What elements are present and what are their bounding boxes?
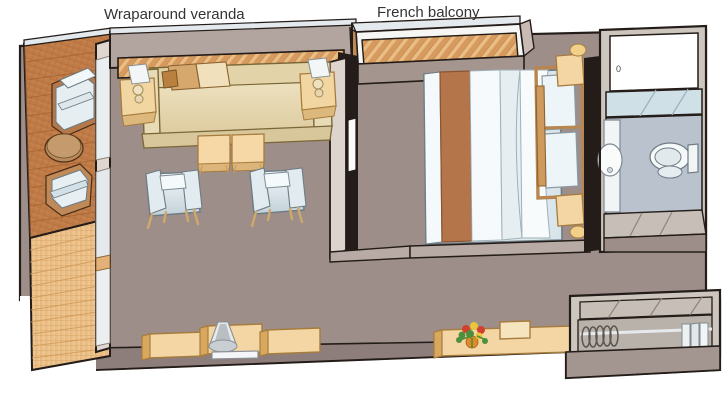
table-lamp-right bbox=[307, 57, 331, 98]
shower bbox=[605, 88, 703, 118]
bedroom-furniture bbox=[409, 43, 600, 359]
closet-hangers bbox=[581, 325, 619, 348]
area-bathroom: 0 bbox=[597, 24, 708, 254]
end-table-right bbox=[299, 57, 337, 121]
nightstand-lamp-lower bbox=[569, 225, 587, 239]
area-wraparound-veranda bbox=[22, 27, 113, 372]
area-french-balcony bbox=[349, 15, 535, 85]
partition-doorway bbox=[347, 117, 357, 173]
sideboard bbox=[433, 320, 573, 359]
table-lamp-left bbox=[127, 63, 151, 104]
nightstand-upper bbox=[555, 43, 587, 87]
veranda-armchair-upper bbox=[51, 67, 99, 137]
nightstand-lower bbox=[555, 193, 587, 239]
area-wardrobe bbox=[565, 288, 722, 379]
nightstand-lamp-upper bbox=[569, 43, 587, 57]
end-table-left bbox=[119, 63, 157, 127]
veranda-armchair-lower bbox=[45, 163, 93, 217]
shell-edges bbox=[351, 23, 601, 252]
ottoman-left bbox=[197, 134, 231, 175]
picture-frame bbox=[499, 320, 531, 340]
ottoman-right bbox=[231, 133, 265, 174]
bath-wall-mark: 0 bbox=[616, 64, 621, 74]
label-wraparound-veranda: Wraparound veranda bbox=[104, 6, 245, 23]
toilet bbox=[649, 142, 699, 179]
bed bbox=[423, 64, 586, 245]
veranda-side-table bbox=[44, 133, 84, 163]
closet-clothes bbox=[681, 322, 709, 353]
sink bbox=[597, 119, 623, 213]
label-french-balcony: French balcony bbox=[377, 4, 480, 21]
armchair-left bbox=[145, 169, 203, 230]
flower-vase bbox=[456, 322, 488, 349]
desk-chair bbox=[211, 350, 259, 360]
living-room-furniture bbox=[119, 57, 337, 361]
desk-lamp bbox=[208, 321, 238, 353]
armchair-right bbox=[249, 167, 307, 228]
